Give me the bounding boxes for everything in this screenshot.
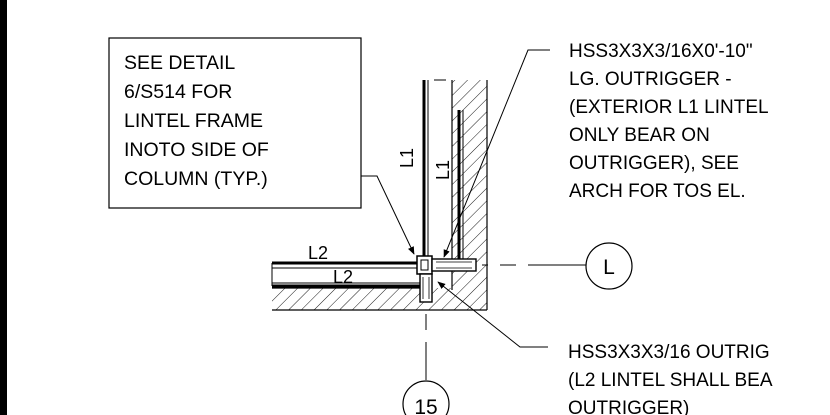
outrigger-note-top-line: ARCH FOR TOS EL. bbox=[569, 181, 746, 202]
grid-bubble-row-label: L bbox=[603, 256, 615, 279]
column-and-outriggers bbox=[416, 255, 477, 303]
detail-note-line: SEE DETAIL bbox=[124, 52, 235, 74]
detail-note-line: LINTEL FRAME bbox=[124, 110, 263, 132]
outrigger-note-bottom-line: OUTRIGGER) bbox=[568, 398, 689, 415]
l2-upper-tag: L2 bbox=[308, 243, 328, 263]
detail-note-line: INOTO SIDE OF bbox=[124, 139, 269, 161]
outrigger-note-bottom: HSS3X3X3/16 OUTRIG (L2 LINTEL SHALL BEA … bbox=[568, 342, 773, 415]
l1-inner-tag: L1 bbox=[397, 148, 417, 168]
grid-bubble-row: L bbox=[585, 242, 633, 290]
outrigger-note-top-line: (EXTERIOR L1 LINTEL bbox=[569, 97, 769, 118]
outrigger-note-top-line: LG. OUTRIGGER - bbox=[569, 69, 732, 90]
member-tags: L1 L1 L2 L2 bbox=[308, 148, 453, 287]
l1-lintel-lines bbox=[422, 79, 464, 262]
detail-note-line: COLUMN (TYP.) bbox=[124, 168, 268, 190]
bottom-outrigger-leader bbox=[437, 281, 548, 348]
detail-note-line: 6/S514 FOR bbox=[124, 81, 232, 103]
top-outrigger-leader bbox=[443, 49, 550, 258]
sheet-border bbox=[0, 0, 7, 415]
outrigger-note-top-line: ONLY BEAR ON bbox=[569, 125, 710, 146]
l2-lower-tag: L2 bbox=[333, 267, 353, 287]
grid-bubble-row-circle bbox=[585, 242, 633, 290]
outrigger-note-bottom-line: HSS3X3X3/16 OUTRIG bbox=[568, 342, 770, 363]
masonry-wall-horizontal bbox=[272, 287, 487, 311]
grid-lines bbox=[425, 264, 586, 380]
grid-bubble-column-circle bbox=[402, 380, 450, 415]
detail-note-box bbox=[108, 37, 362, 209]
outrigger-note-bottom-line: (L2 LINTEL SHALL BEA bbox=[568, 370, 773, 391]
l2-lintel-lines bbox=[271, 261, 420, 288]
grid-bubble-column: 15 bbox=[402, 380, 450, 415]
outrigger-note-top: HSS3X3X3/16X0'-10" LG. OUTRIGGER - (EXTE… bbox=[569, 41, 769, 202]
masonry-wall-vertical bbox=[422, 80, 488, 310]
outrigger-note-top-line: HSS3X3X3/16X0'-10" bbox=[569, 41, 753, 62]
grid-bubble-column-label: 15 bbox=[414, 396, 437, 415]
l1-outer-tag: L1 bbox=[433, 160, 453, 180]
outrigger-note-top-line: OUTRIGGER), SEE bbox=[569, 153, 739, 174]
detail-note: SEE DETAIL 6/S514 FOR LINTEL FRAME INOTO… bbox=[108, 37, 362, 209]
detail-note-leader bbox=[360, 175, 415, 255]
